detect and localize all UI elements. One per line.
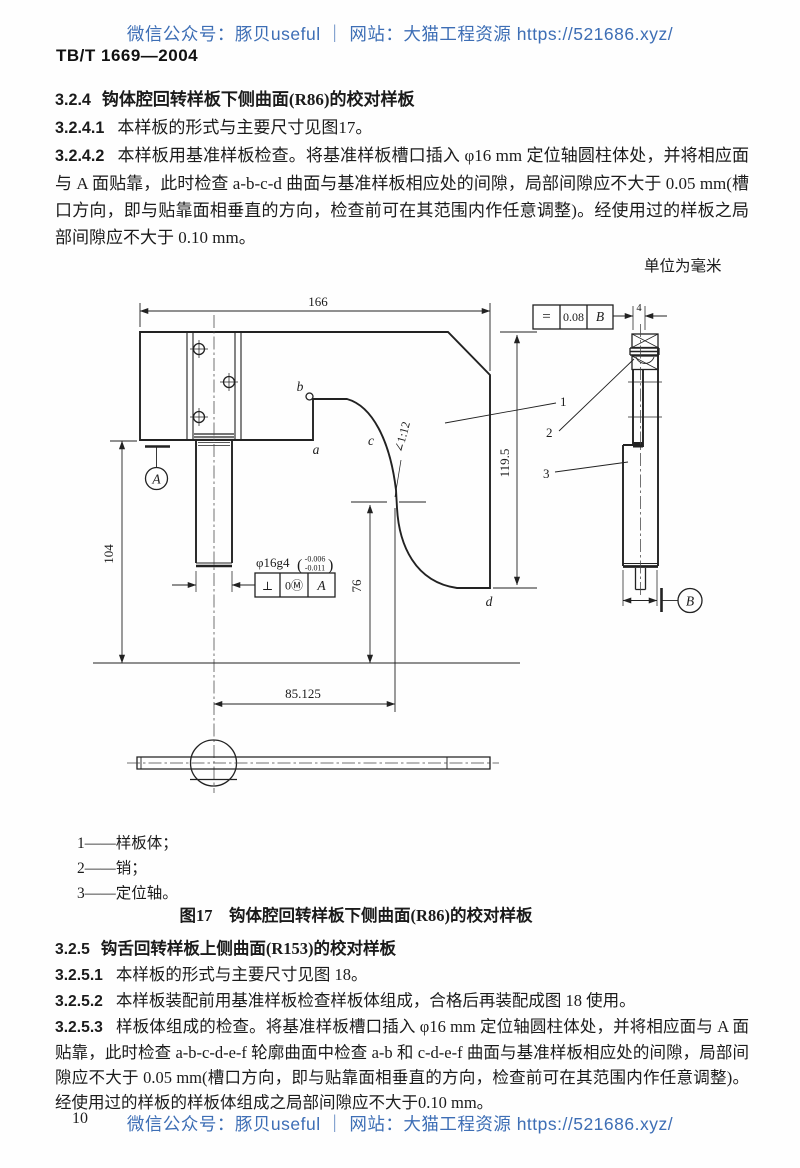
clause-paragraph: 3.2.5.2 本样板装配前用基准样板检查样板体组成，合格后再装配成图 18 使用… bbox=[55, 988, 749, 1014]
shaft-dim-label: φ16g4 bbox=[256, 555, 290, 570]
dim-119-5: 119.5 bbox=[493, 331, 537, 589]
dim-label: 76 bbox=[349, 579, 364, 593]
template-body-outline bbox=[139, 331, 491, 589]
clause-text: 本样板的形式与主要尺寸见图 18。 bbox=[115, 965, 368, 984]
clause-number: 3.2.4.2 bbox=[55, 147, 105, 165]
pin-section bbox=[629, 333, 660, 371]
paren-close: ) bbox=[328, 557, 333, 574]
clause-text: 样板体组成的检查。将基准样板槽口插入 φ16 mm 定位轴圆柱体处，并将相应面与… bbox=[55, 1017, 749, 1112]
fcf-perpendicularity: ⊥ 0Ⓜ A bbox=[254, 572, 336, 598]
clause-text: 本样板用基准样板检查。将基准样板槽口插入 φ16 mm 定位轴圆柱体处，并将相应… bbox=[55, 146, 749, 247]
legend-item: 2——销； bbox=[77, 860, 147, 877]
figure-legend: 1——样板体； 2——销； 3——定位轴。 bbox=[77, 831, 178, 906]
positioning-shaft bbox=[195, 440, 233, 568]
dim-104: 104 bbox=[101, 440, 137, 664]
slope-label: ∠1:12 bbox=[391, 420, 413, 454]
fcf-datum-ref: A bbox=[316, 578, 326, 593]
datum-b: B bbox=[622, 570, 703, 614]
dim-85-125: 85.125 bbox=[213, 508, 396, 712]
side-view: = 0.08 B 4 bbox=[532, 303, 703, 614]
fcf-tolerance: 0Ⓜ bbox=[285, 579, 303, 593]
clause-number: 3.2.5.2 bbox=[55, 993, 103, 1010]
dim-label: 119.5 bbox=[497, 449, 512, 478]
clause-number: 3.2.5 bbox=[55, 941, 90, 958]
clause-paragraph: 3.2.4.1 本样板的形式与主要尺寸见图17。 bbox=[55, 114, 749, 142]
part-leaders: 1 2 3 bbox=[444, 358, 635, 481]
legend-item: 3——定位轴。 bbox=[77, 885, 178, 902]
datum-b-label: B bbox=[686, 594, 694, 609]
fcf-symmetry: = 0.08 B bbox=[532, 304, 614, 330]
clause-number: 3.2.5.3 bbox=[55, 1019, 103, 1036]
clause-number: 3.2.4.1 bbox=[55, 119, 105, 137]
unit-note: 单位为毫米 bbox=[644, 258, 722, 275]
datum-a: A bbox=[144, 445, 170, 491]
dim-label: 104 bbox=[101, 544, 116, 564]
symmetry-symbol: = bbox=[542, 309, 550, 325]
dim-4: 4 bbox=[613, 303, 667, 330]
dim-shaft-diameter: φ16g4 ( -0.006 -0.011 ) bbox=[172, 555, 333, 592]
clause-number: 3.2.4 bbox=[55, 91, 91, 109]
tolerance-lower: -0.011 bbox=[305, 564, 325, 573]
clause-title: 钩体腔回转样板下侧曲面(R86)的校对样板 bbox=[101, 90, 415, 109]
point-b-relief-hole bbox=[305, 392, 314, 401]
clause-text: 本样板的形式与主要尺寸见图17。 bbox=[117, 118, 373, 137]
watermark-footer: 微信公众号：豚贝useful ｜ 网站：大猫工程资源 https://52168… bbox=[126, 1114, 674, 1134]
tolerance-upper: -0.006 bbox=[305, 555, 326, 564]
pin-plate bbox=[186, 333, 242, 441]
clause-title: 钩舌回转样板上侧曲面(R153)的校对样板 bbox=[100, 939, 396, 958]
paren-open: ( bbox=[297, 557, 302, 574]
dim-label: 166 bbox=[308, 294, 328, 309]
clause-heading: 3.2.5 钩舌回转样板上侧曲面(R153)的校对样板 bbox=[55, 936, 749, 962]
side-body bbox=[622, 347, 662, 591]
point-b-label: b bbox=[297, 379, 304, 394]
perpendicularity-symbol: ⊥ bbox=[262, 579, 273, 593]
part-2-label: 2 bbox=[546, 425, 553, 440]
clause-number: 3.2.5.1 bbox=[55, 967, 103, 984]
datum-a-label: A bbox=[151, 472, 161, 487]
section-3-2-5: 3.2.5 钩舌回转样板上侧曲面(R153)的校对样板 3.2.5.1 本样板的形式… bbox=[55, 936, 749, 1115]
point-c-label: c bbox=[368, 433, 374, 448]
figure-17-drawing: 166 119.5 104 76 bbox=[93, 294, 703, 793]
bottom-view bbox=[127, 739, 499, 787]
fcf-datum-ref: B bbox=[596, 309, 604, 324]
point-d-label: d bbox=[486, 594, 493, 609]
fcf-tolerance: 0.08 bbox=[563, 310, 584, 324]
part-3-label: 3 bbox=[543, 466, 550, 481]
dim-166: 166 bbox=[139, 294, 491, 371]
standard-code: TB/T 1669—2004 bbox=[56, 46, 199, 65]
watermark-header: 微信公众号：豚贝useful ｜ 网站：大猫工程资源 https://52168… bbox=[126, 24, 674, 44]
part-1-label: 1 bbox=[560, 394, 567, 409]
point-a-label: a bbox=[313, 442, 320, 457]
clause-paragraph: 3.2.5.1 本样板的形式与主要尺寸见图 18。 bbox=[55, 962, 749, 988]
dim-label: 4 bbox=[636, 303, 642, 314]
clause-heading: 3.2.4 钩体腔回转样板下侧曲面(R86)的校对样板 bbox=[55, 86, 749, 114]
figure-caption: 图17 钩体腔回转样板下侧曲面(R86)的校对样板 bbox=[179, 906, 533, 925]
section-3-2-4: 3.2.4 钩体腔回转样板下侧曲面(R86)的校对样板 3.2.4.1 本样板的形式… bbox=[55, 86, 749, 251]
dim-76: 76 bbox=[349, 501, 426, 664]
clause-text: 本样板装配前用基准样板检查样板体组成，合格后再装配成图 18 使用。 bbox=[115, 991, 636, 1010]
dim-label: 85.125 bbox=[285, 686, 321, 701]
legend-item: 1——样板体； bbox=[77, 835, 178, 852]
page-number: 10 bbox=[72, 1110, 88, 1127]
